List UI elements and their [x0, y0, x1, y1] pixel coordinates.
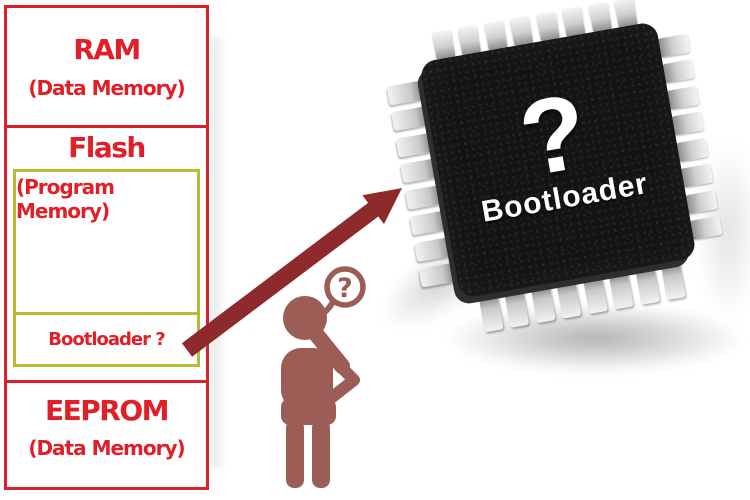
memory-map-shadow: [212, 38, 226, 468]
chip-pin: [530, 282, 556, 324]
chip-pin: [671, 111, 705, 136]
flash-title: Flash: [68, 131, 146, 164]
ram-subtitle: (Data Memory): [28, 75, 185, 100]
chip-pin: [685, 189, 718, 214]
bubble-question-mark: ?: [337, 273, 353, 304]
person-left-leg: [286, 420, 304, 488]
memory-section-flash: Flash (Program Memory) Bootloader ?: [7, 128, 206, 383]
chip-pin: [556, 277, 582, 319]
chip-pin: [400, 158, 442, 184]
chip-pin: [662, 59, 695, 84]
program-memory-label: (Program Memory): [16, 175, 115, 223]
chip-pin: [689, 215, 723, 240]
chip-pin: [634, 264, 660, 305]
thinking-person: ?: [281, 266, 366, 488]
chip-pin: [608, 268, 634, 310]
person-arm-hip: [320, 350, 360, 408]
bootloader-label: Bootloader ?: [48, 329, 165, 350]
person-torso: [281, 348, 333, 410]
chip-pin: [657, 33, 691, 58]
memory-map: RAM (Data Memory) Flash (Program Memory)…: [4, 5, 209, 490]
eeprom-title: EEPROM: [44, 394, 170, 428]
chip-pin: [409, 210, 451, 236]
microcontroller-chip: ? Bootloader: [373, 0, 744, 345]
chip-pin: [418, 262, 460, 288]
chip-pin: [582, 273, 608, 314]
chip-pin: [675, 137, 709, 162]
ram-title: RAM: [73, 33, 141, 67]
chip-body: ? Bootloader: [418, 20, 698, 300]
chip-pin: [386, 80, 428, 106]
eeprom-subtitle: (Data Memory): [28, 435, 185, 460]
bootloader-section: Bootloader ?: [16, 312, 197, 364]
chip-pin: [660, 259, 686, 301]
chip-pin: [680, 163, 714, 188]
chip-pin: [395, 132, 437, 158]
memory-section-ram: RAM (Data Memory): [7, 8, 206, 128]
chip-pin: [504, 287, 530, 328]
chip-pin: [666, 85, 700, 110]
chip-question-mark: ?: [511, 71, 596, 200]
chip-pin: [391, 106, 432, 132]
chip-pin: [414, 236, 455, 262]
memory-section-eeprom: EEPROM (Data Memory): [7, 383, 206, 487]
program-memory-box: (Program Memory) Bootloader ?: [13, 169, 200, 367]
chip-pin: [478, 291, 504, 333]
person-hips: [281, 398, 336, 425]
chip-pin: [405, 184, 446, 210]
person-right-leg: [312, 420, 330, 488]
